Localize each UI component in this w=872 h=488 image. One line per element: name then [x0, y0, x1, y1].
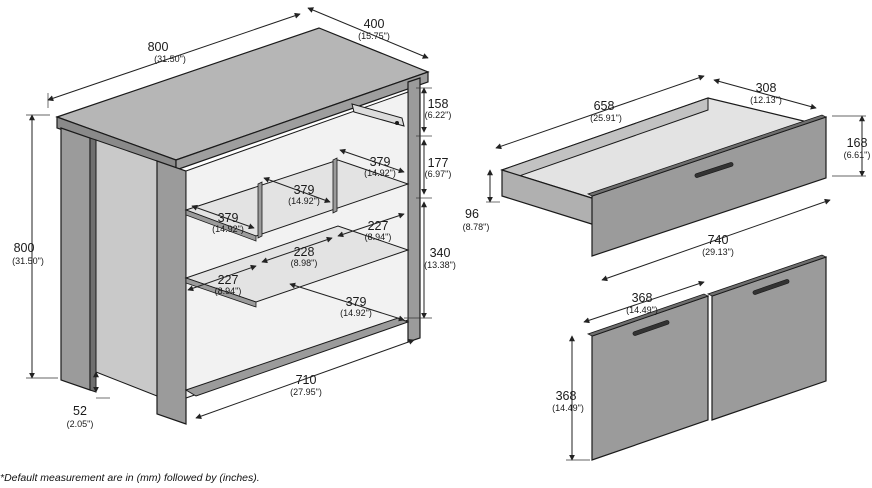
dim-cubby-back-mid-in: (14.92") — [288, 196, 320, 206]
drawer-slide — [351, 103, 405, 127]
cabinet-left-front-leg — [89, 137, 97, 393]
dim-drawer-front-width-in: (29.13") — [702, 247, 734, 257]
dim-shelf-left-mm: 227 — [218, 273, 239, 287]
dim-cubby-front-left-mm: 379 — [218, 211, 239, 225]
dim-top-gap-in: (6.22") — [425, 110, 452, 120]
dim-lower-depth-in: (14.92") — [340, 308, 372, 318]
dim-shelf-left-in: (8.94") — [215, 286, 242, 296]
dim-shelf-mid-in: (8.98") — [291, 258, 318, 268]
dim-cubby-back-right-mm: 379 — [370, 155, 391, 169]
cubby-divider-2 — [332, 157, 338, 214]
dim-drawer-height-in: (6.61") — [844, 150, 871, 160]
cabinet-left-side — [60, 127, 91, 391]
drawer-drawing — [500, 97, 828, 257]
dim-inner-width-in: (27.95") — [290, 387, 322, 397]
dim-lower-gap-mm: 340 — [430, 246, 451, 260]
dim-height-in: (31.50") — [12, 256, 44, 266]
dim-drawer-depth-in: (12.13") — [750, 95, 782, 105]
dim-shelf-right-in: (8.94") — [365, 232, 392, 242]
dim-depth-mm: 400 — [364, 17, 385, 31]
dim-toe-kick-in: (2.05") — [67, 419, 94, 429]
dim-door-width-in: (14.49") — [626, 305, 658, 315]
dim-lower-depth-mm: 379 — [346, 295, 367, 309]
dim-cubby-front-left-in: (14.92") — [212, 224, 244, 234]
dim-cubby-back-mid-mm: 379 — [294, 183, 315, 197]
cabinet-top-right-edge — [175, 71, 429, 171]
dim-shelf-right-mm: 227 — [368, 219, 389, 233]
dim-door-width-mm: 368 — [632, 291, 653, 305]
dim-drawer-height-mm: 168 — [847, 136, 868, 150]
dim-door-height-in: (14.49") — [552, 403, 584, 413]
dim-depth-in: (15.75") — [358, 31, 390, 41]
dim-drawer-length-in: (25.91") — [590, 113, 622, 123]
dim-width-line — [47, 12, 301, 102]
cabinet-back-right-leg — [407, 77, 421, 343]
drawer-handle-icon — [694, 162, 734, 178]
dim-height-mm: 800 — [14, 241, 35, 255]
doors-dimensions: 368 (14.49") 368 (14.49") — [552, 280, 705, 461]
dim-width-mm: 800 — [148, 40, 169, 54]
cubby-divider-1 — [257, 181, 263, 239]
dim-upper-gap-mm: 177 — [428, 156, 449, 170]
door-right — [711, 256, 827, 421]
cabinet-dimensions: 800 (31.50") 400 (15.75") 800 (31.50") 1… — [12, 7, 456, 429]
slide-screw-icon — [395, 121, 399, 125]
dim-drawer-length-mm: 658 — [594, 99, 615, 113]
dim-top-gap-mm: 158 — [428, 97, 449, 111]
door-left — [591, 295, 709, 461]
dim-width-in: (31.50") — [154, 54, 186, 64]
dim-shelf-mid-mm: 228 — [294, 245, 315, 259]
dim-drawer-inner-height-in: (8.78") — [463, 222, 490, 232]
dim-upper-gap-in: (6.97") — [425, 169, 452, 179]
dim-door-height-mm: 368 — [556, 389, 577, 403]
dim-toe-kick-mm: 52 — [73, 404, 87, 418]
door-right-top-edge — [706, 254, 828, 297]
dim-depth-line — [307, 7, 429, 59]
cabinet-front-left-leg — [156, 160, 187, 425]
dim-inner-width-mm: 710 — [296, 373, 317, 387]
doors-drawing — [586, 254, 828, 461]
dim-drawer-inner-height-mm: 96 — [465, 207, 479, 221]
drawer-front-top-edge — [586, 114, 828, 197]
drawer-dimensions: 658 (25.91") 308 (12.13") 168 (6.61") 96… — [463, 74, 871, 282]
dim-lower-gap-in: (13.38") — [424, 260, 456, 270]
measurement-footnote: *Default measurement are in (mm) followe… — [0, 472, 260, 484]
dim-cubby-back-right-in: (14.92") — [364, 168, 396, 178]
dim-drawer-depth-mm: 308 — [756, 81, 777, 95]
door-right-handle-icon — [752, 279, 790, 295]
dim-drawer-front-width-mm: 740 — [708, 233, 729, 247]
cabinet-left-inner — [95, 139, 158, 397]
